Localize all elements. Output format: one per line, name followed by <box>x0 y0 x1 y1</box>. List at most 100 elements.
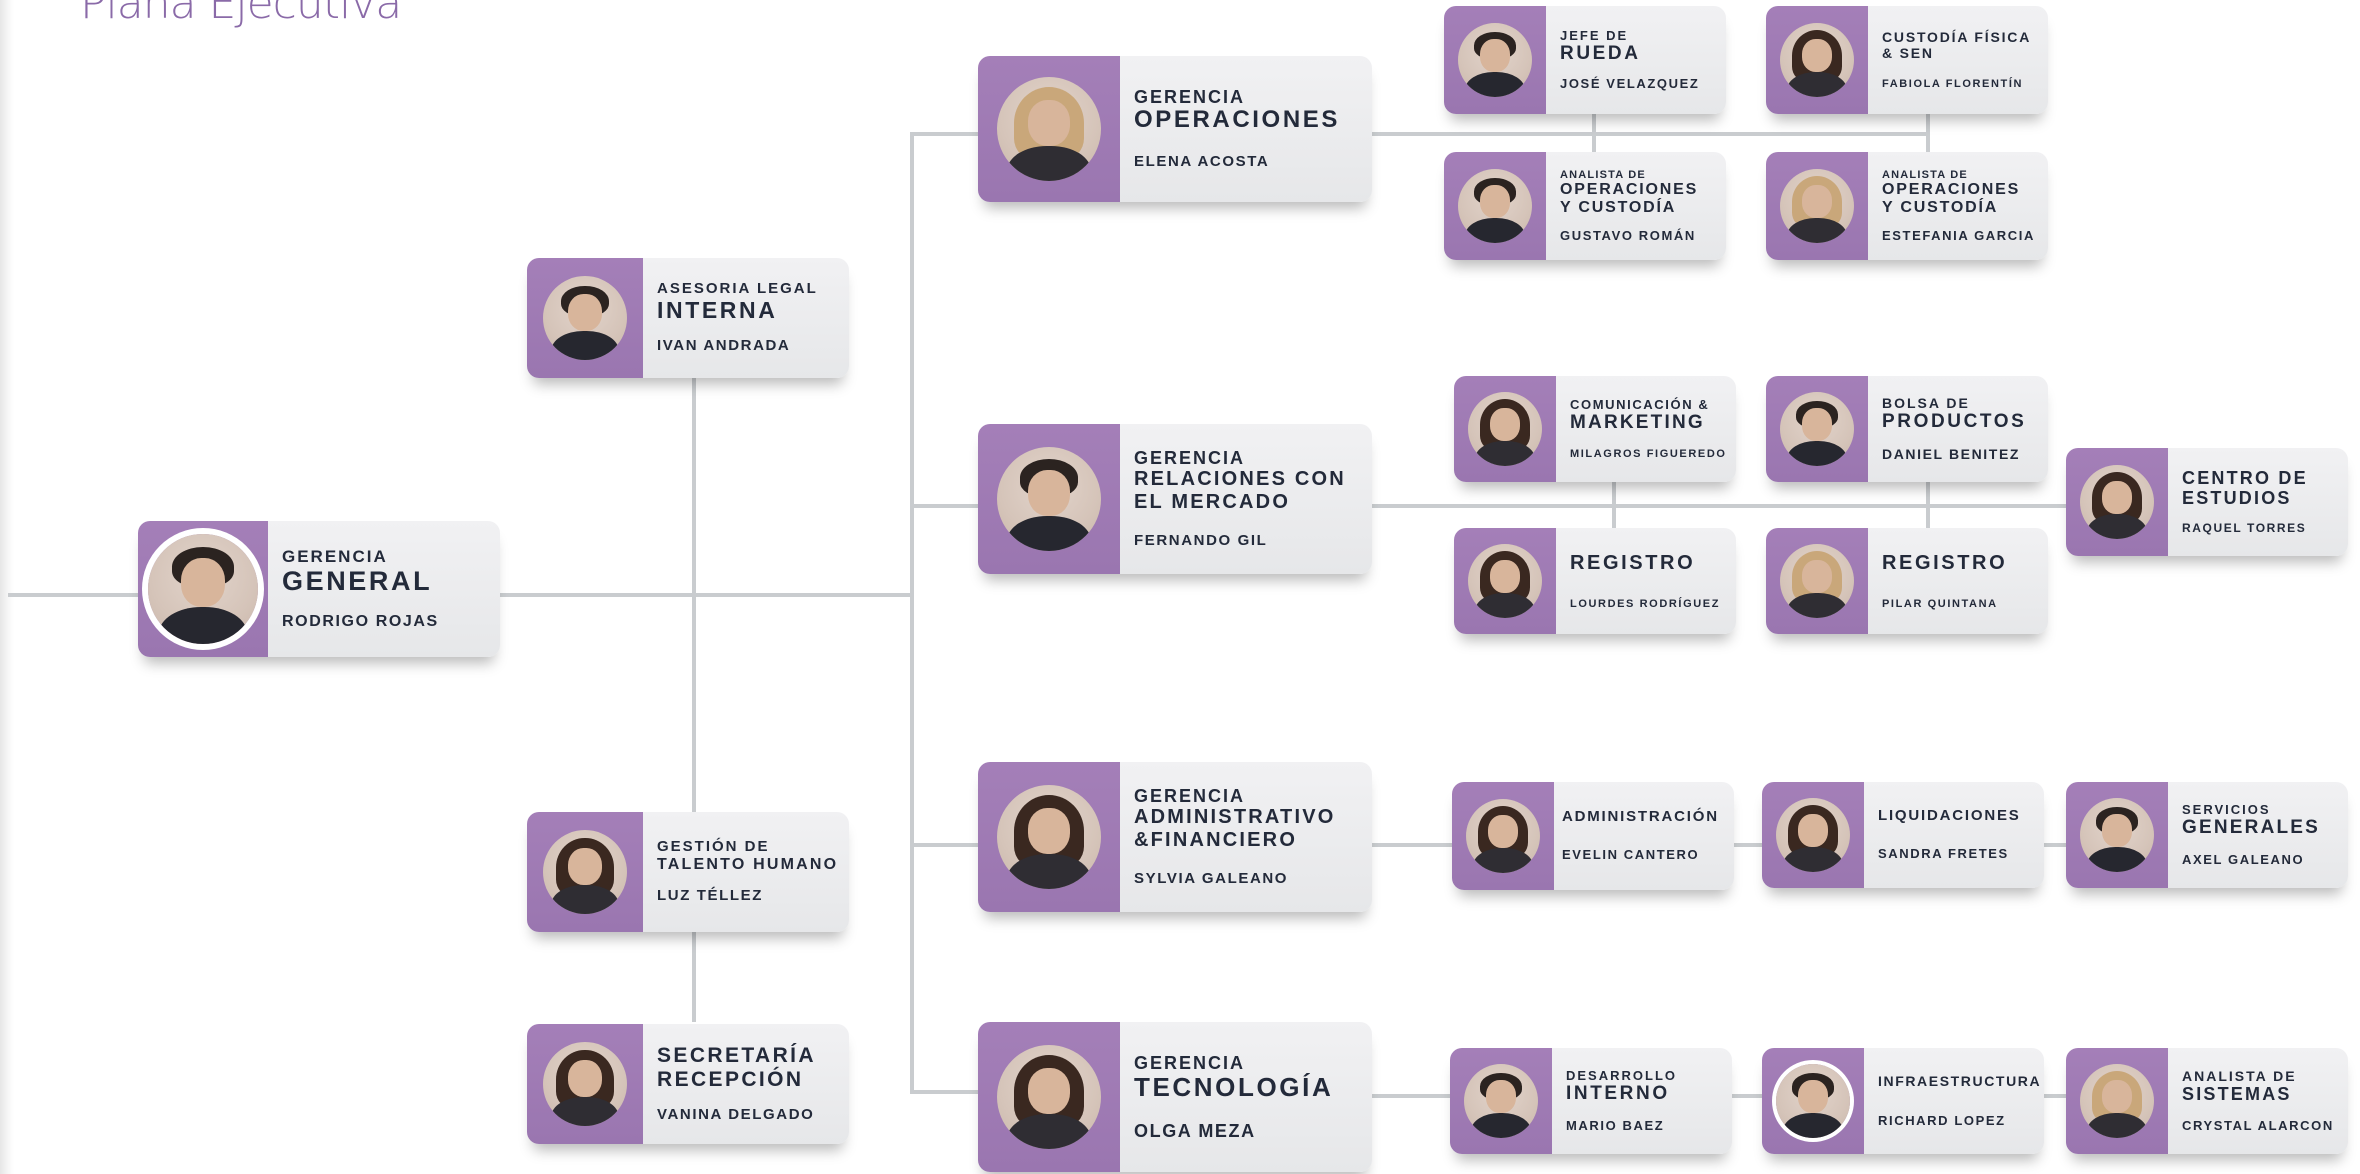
card-info: Analista de Operaciones y Custodía Gusta… <box>1546 152 1726 260</box>
avatar <box>1458 169 1532 243</box>
card-role-title-line2: el Mercado <box>1134 490 1291 513</box>
card-info: Analista de Operaciones y Custodía Estef… <box>1868 152 2048 260</box>
card-role-prefix: Servicios <box>2182 801 2271 817</box>
photo-frame <box>1454 528 1556 634</box>
card-role-title: Talento Humano <box>657 856 839 874</box>
photo-frame <box>978 56 1120 202</box>
card-role-title: Liquidaciones <box>1878 807 2021 825</box>
card-role-title-line2: y Custodía <box>1560 198 1677 216</box>
card-role-title: Relaciones con <box>1134 468 1346 491</box>
card-info: Desarrollo Interno Mario Baez <box>1552 1048 1732 1154</box>
card-role-title-line2: &Financiero <box>1134 828 1298 851</box>
card-gerencia-administrativo: Gerencia Administrativo &Financiero Sylv… <box>978 762 1372 912</box>
card-role-prefix: Gerencia <box>1134 448 1246 469</box>
avatar <box>2080 798 2154 872</box>
card-info: Centro de Estudios Raquel Torres <box>2168 448 2348 556</box>
card-info: Infraestructura Richard Lopez <box>1864 1048 2044 1154</box>
avatar <box>1780 392 1854 466</box>
photo-frame <box>1450 1048 1552 1154</box>
card-role-title: Interna <box>657 297 778 324</box>
card-liquidaciones: Liquidaciones Sandra Fretes <box>1762 782 2044 888</box>
card-bolsa-productos: Bolsa de Productos Daniel Benitez <box>1766 376 2048 482</box>
photo-frame <box>1766 376 1868 482</box>
card-person-name: Rodrigo Rojas <box>282 612 439 630</box>
avatar <box>1468 392 1542 466</box>
card-person-name: Estefania Garcia <box>1882 227 2035 243</box>
card-role-title: Custodía Física <box>1882 29 2032 46</box>
card-info: Gerencia Tecnología Olga Meza <box>1120 1022 1372 1172</box>
card-role-title: Centro de <box>2182 468 2308 489</box>
photo-frame <box>527 812 643 932</box>
avatar <box>1468 544 1542 618</box>
card-info: Liquidaciones Sandra Fretes <box>1864 782 2044 888</box>
card-role-title-line2: & SEN <box>1882 44 1934 61</box>
card-comunicacion-marketing: Comunicación & Marketing Milagros Figuer… <box>1454 376 1736 482</box>
photo-frame <box>1766 152 1868 260</box>
card-role-title: Interno <box>1566 1083 1670 1105</box>
avatar <box>1780 544 1854 618</box>
avatar <box>148 534 258 644</box>
card-servicios-generales: Servicios Generales Axel Galeano <box>2066 782 2348 888</box>
card-person-name: Ivan Andrada <box>657 336 791 354</box>
card-role-title: Rueda <box>1560 43 1641 65</box>
card-role-prefix: Desarrollo <box>1566 1067 1677 1083</box>
photo-frame <box>1762 1048 1864 1154</box>
card-role-title: General <box>282 566 433 597</box>
card-gerencia-general: Gerencia General Rodrigo Rojas <box>138 521 500 657</box>
card-registro-1: Registro Lourdes Rodríguez <box>1454 528 1736 634</box>
card-person-name: Fabiola Florentín <box>1882 77 2024 90</box>
card-role-prefix: Bolsa de <box>1882 394 1970 411</box>
card-person-name: Richard Lopez <box>1878 1112 2006 1128</box>
card-role-title: Sistemas <box>2182 1084 2292 1105</box>
photo-frame <box>1444 152 1546 260</box>
photo-frame <box>1452 782 1554 890</box>
page-edge-shadow <box>0 0 14 1174</box>
avatar <box>997 447 1101 551</box>
card-person-name: Raquel Torres <box>2182 521 2307 536</box>
card-role-prefix: Analista de <box>1560 168 1646 181</box>
card-info: Gerencia Operaciones Elena Acosta <box>1120 56 1372 202</box>
card-role-prefix: Gerencia <box>1134 786 1246 807</box>
card-person-name: Crystal Alarcon <box>2182 1117 2334 1133</box>
avatar <box>543 276 627 360</box>
photo-frame <box>2066 782 2168 888</box>
card-info: Gestión de Talento Humano Luz Téllez <box>643 812 849 932</box>
photo-frame <box>978 762 1120 912</box>
card-centro-estudios: Centro de Estudios Raquel Torres <box>2066 448 2348 556</box>
card-info: Registro Lourdes Rodríguez <box>1556 528 1736 634</box>
card-registro-2: Registro Pilar Quintana <box>1766 528 2048 634</box>
card-person-name: Gustavo Román <box>1560 227 1696 243</box>
card-role-prefix: Jefe de <box>1560 27 1629 43</box>
avatar <box>1780 169 1854 243</box>
card-role-prefix: Analista de <box>1882 168 1968 181</box>
card-info: Comunicación & Marketing Milagros Figuer… <box>1556 376 1736 482</box>
card-info: Bolsa de Productos Daniel Benitez <box>1868 376 2048 482</box>
card-role-title: Registro <box>1882 551 2008 574</box>
avatar <box>1780 23 1854 97</box>
card-role-title: Infraestructura <box>1878 1072 2042 1089</box>
card-analista-sistemas: Analista de Sistemas Crystal Alarcon <box>2066 1048 2348 1154</box>
card-role-title: Administrativo <box>1134 806 1336 829</box>
photo-frame <box>527 1024 643 1144</box>
card-role-title: Tecnología <box>1134 1072 1334 1103</box>
card-analista-operaciones-2: Analista de Operaciones y Custodía Estef… <box>1766 152 2048 260</box>
card-person-name: Daniel Benitez <box>1882 445 2021 462</box>
card-info: Administración Evelin Cantero <box>1554 782 1734 890</box>
card-info: Analista de Sistemas Crystal Alarcon <box>2168 1048 2348 1154</box>
card-role-prefix: Asesoria Legal <box>657 280 818 298</box>
photo-frame <box>1762 782 1864 888</box>
card-role-title: Operaciones <box>1882 180 2021 198</box>
card-gerencia-relaciones: Gerencia Relaciones con el Mercado Ferna… <box>978 424 1372 574</box>
page-title: Plana Ejecutiva <box>80 0 402 29</box>
photo-frame <box>2066 1048 2168 1154</box>
card-secretaria-recepcion: Secretaría Recepción Vanina Delgado <box>527 1024 849 1144</box>
card-info: Jefe de Rueda José Velazquez <box>1546 6 1726 114</box>
avatar <box>1458 23 1532 97</box>
card-info: Asesoria Legal Interna Ivan Andrada <box>643 258 849 378</box>
photo-frame <box>138 521 268 657</box>
card-person-name: Milagros Figueredo <box>1570 447 1727 460</box>
photo-frame <box>978 1022 1120 1172</box>
card-role-prefix: Analista de <box>2182 1067 2297 1084</box>
card-person-name: Axel Galeano <box>2182 851 2305 867</box>
card-role-prefix: Comunicación & <box>1570 396 1710 412</box>
